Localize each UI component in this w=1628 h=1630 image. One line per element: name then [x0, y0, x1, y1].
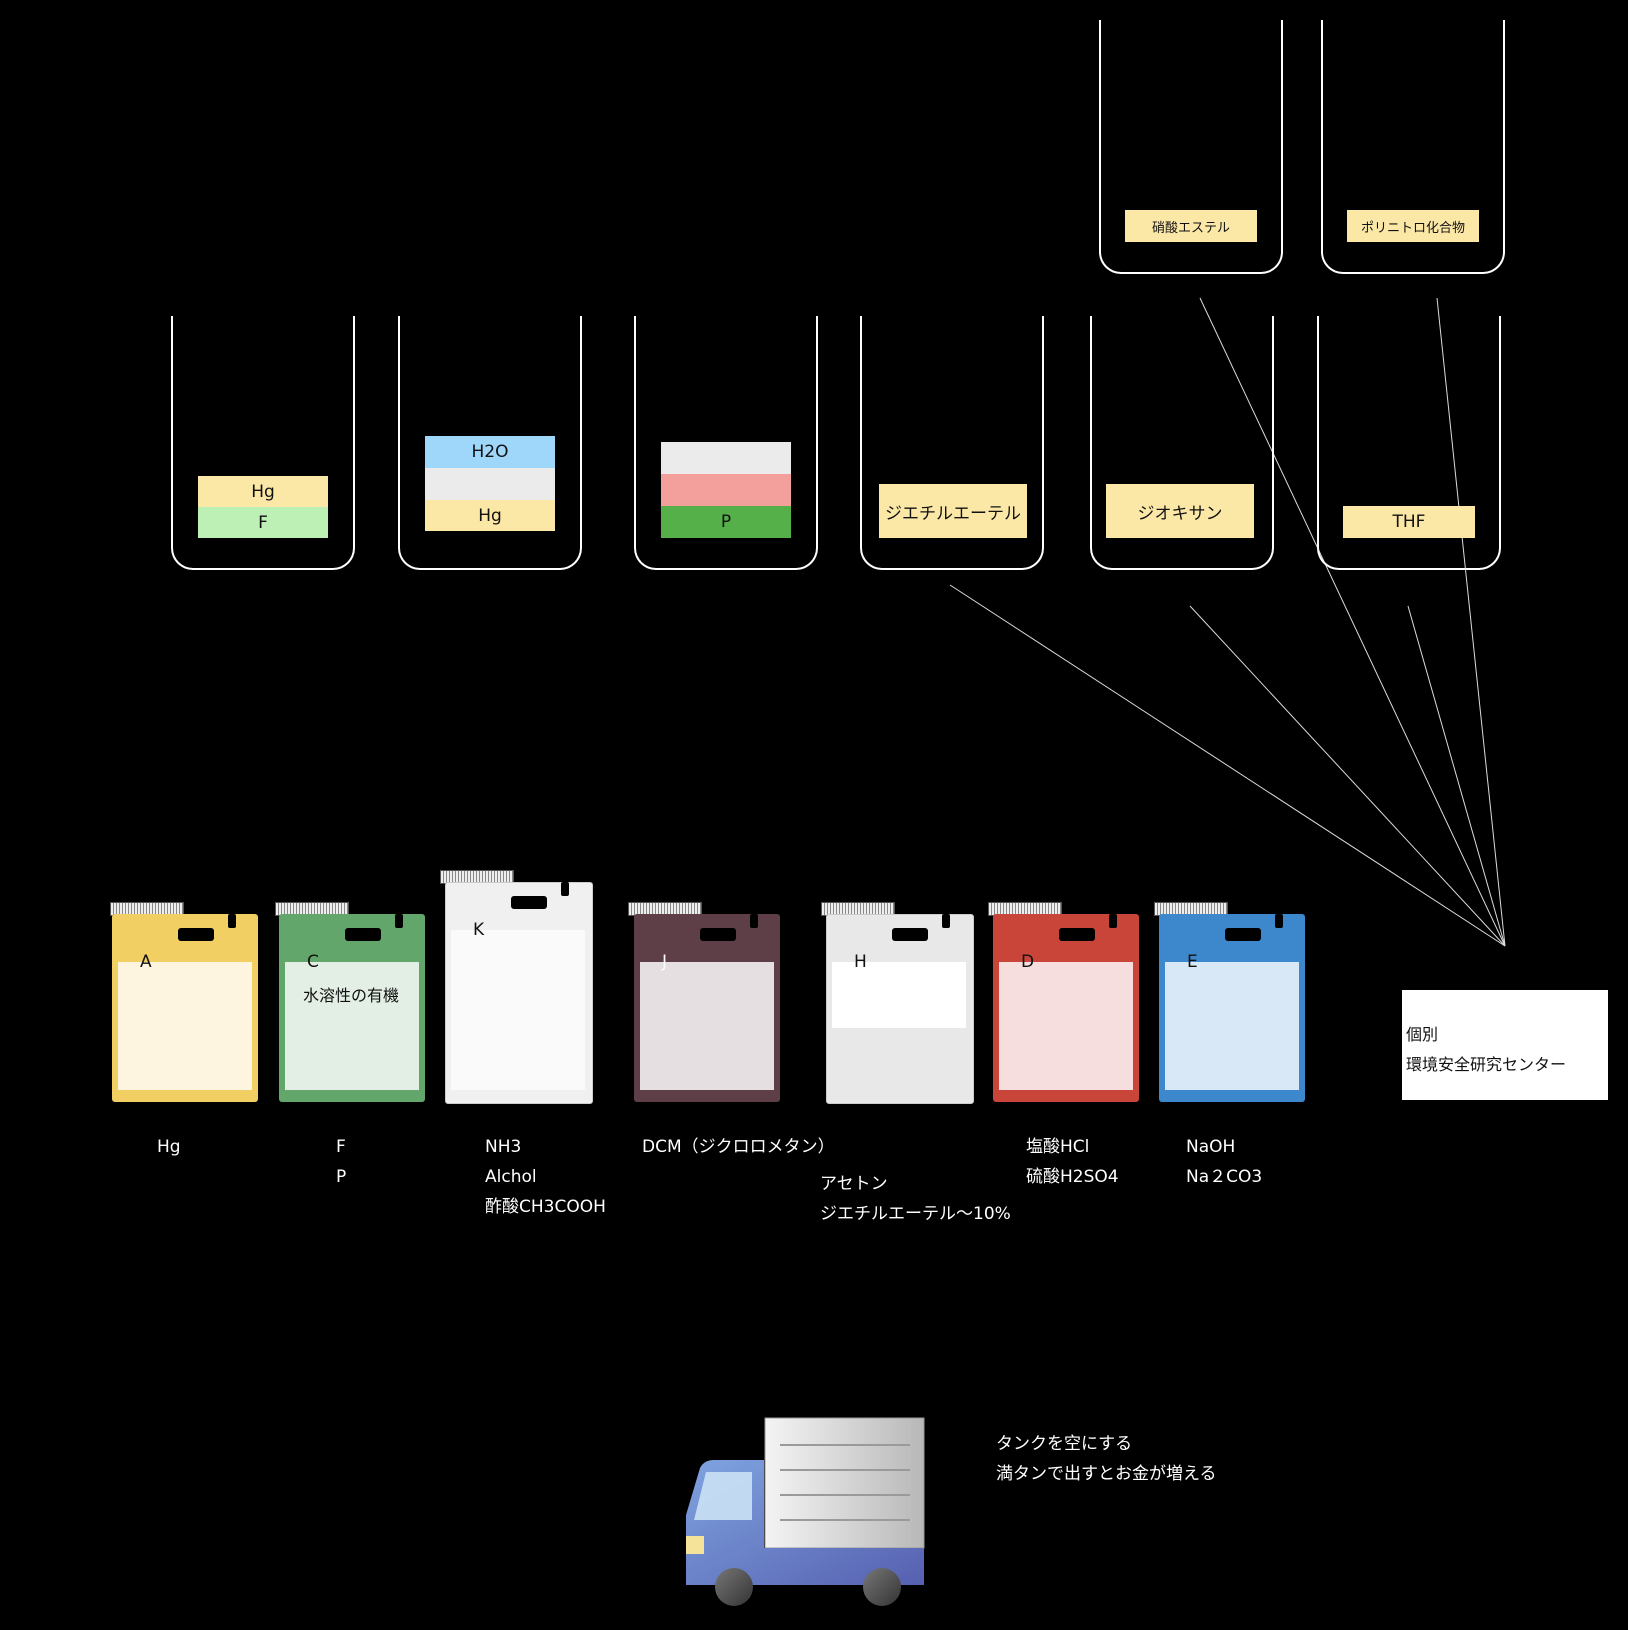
tank-letter: H: [854, 952, 867, 972]
beaker-4: ジエチルエーテル: [860, 316, 1044, 570]
content-line: 硫酸H2SO4: [1026, 1167, 1119, 1187]
tank-letter: A: [140, 952, 152, 972]
layer-h2o: H2O: [425, 436, 555, 468]
content-line: Na２CO3: [1186, 1167, 1263, 1187]
content-line: 塩酸HCl: [1026, 1137, 1090, 1157]
tank-handle: [1225, 928, 1261, 941]
truck-note: タンクを空にする 満タンで出すとお金が増える: [996, 1429, 1217, 1489]
content-line: P: [336, 1167, 347, 1187]
safety-center-box: 個別 環境安全研究センター: [1402, 990, 1608, 1100]
contents-h: アセトン ジエチルエーテル～10%: [820, 1169, 1011, 1229]
tank-notch: [1275, 914, 1283, 928]
layer-gray: [661, 442, 791, 474]
truck-note-line-2: 満タンで出すとお金が増える: [996, 1464, 1217, 1484]
layer-hg: Hg: [425, 500, 555, 531]
tank-letter: J: [662, 952, 668, 972]
layer-dioxane: ジオキサン: [1106, 484, 1254, 538]
content-line: Hg: [157, 1137, 181, 1157]
contents-d: 塩酸HCl 硫酸H2SO4: [1026, 1132, 1119, 1192]
tank-handle: [1059, 928, 1095, 941]
content-line: Alchol: [485, 1167, 537, 1187]
layer-p: P: [661, 506, 791, 538]
tank-handle: [511, 896, 547, 909]
tank-letter: E: [1187, 952, 1198, 972]
layer-f: F: [198, 507, 328, 538]
center-line-2: 環境安全研究センター: [1406, 1055, 1567, 1074]
center-line-1: 個別: [1406, 1025, 1439, 1044]
layer-middle: [425, 468, 555, 500]
tank-notch: [395, 914, 403, 928]
line-dioxane: [1189, 605, 1506, 947]
content-line: ジエチルエーテル～10%: [820, 1204, 1011, 1224]
beaker-1: Hg F: [171, 316, 355, 570]
beaker-5: ジオキサン: [1090, 316, 1274, 570]
layer-thf: THF: [1343, 506, 1475, 538]
layer-pink: [661, 474, 791, 506]
tank-notch: [942, 914, 950, 928]
tank-letter: K: [473, 920, 485, 940]
content-line: DCM（ジクロロメタン）: [642, 1137, 835, 1157]
tank-window: [999, 962, 1133, 1090]
beaker-6: THF: [1317, 316, 1501, 570]
tank-handle: [178, 928, 214, 941]
tank-handle: [345, 928, 381, 941]
layer-nitrate-ester: 硝酸エステル: [1125, 210, 1257, 242]
tank-handle: [700, 928, 736, 941]
tank-letter: C: [307, 952, 319, 972]
content-line: F: [336, 1137, 346, 1157]
tank-window: [118, 962, 252, 1090]
beaker-3: P: [634, 316, 818, 570]
contents-c: F P: [336, 1132, 346, 1192]
truck-note-line-1: タンクを空にする: [996, 1434, 1133, 1454]
beaker-polynitro: ポリニトロ化合物: [1321, 20, 1505, 274]
tank-window: [1165, 962, 1299, 1090]
tank-window: [640, 962, 774, 1090]
tank-window: [451, 930, 585, 1090]
layer-hg: Hg: [198, 476, 328, 507]
tank-letter: D: [1021, 952, 1035, 972]
tank-handle: [892, 928, 928, 941]
layer-diethylether: ジエチルエーテル: [879, 484, 1027, 538]
contents-a: Hg: [157, 1132, 181, 1162]
layer-polynitro: ポリニトロ化合物: [1347, 210, 1479, 242]
content-line: 酢酸CH3COOH: [485, 1197, 606, 1217]
tank-notch: [1109, 914, 1117, 928]
tank-notch: [750, 914, 758, 928]
tank-window: [832, 962, 966, 1028]
contents-e: NaOH Na２CO3: [1186, 1132, 1262, 1192]
tank-notch: [228, 914, 236, 928]
line-diethylether: [949, 584, 1506, 947]
tank-window: 水溶性の有機: [285, 962, 419, 1090]
beaker-nitrate-ester: 硝酸エステル: [1099, 20, 1283, 274]
truck-icon: [686, 1417, 925, 1606]
tank-notch: [561, 882, 569, 896]
content-line: NH3: [485, 1137, 522, 1157]
content-line: アセトン: [820, 1174, 888, 1194]
line-thf: [1407, 605, 1506, 947]
beaker-2: H2O Hg: [398, 316, 582, 570]
contents-j: DCM（ジクロロメタン）: [642, 1132, 835, 1162]
content-line: NaOH: [1186, 1137, 1236, 1157]
contents-k: NH3 Alchol 酢酸CH3COOH: [485, 1132, 606, 1222]
